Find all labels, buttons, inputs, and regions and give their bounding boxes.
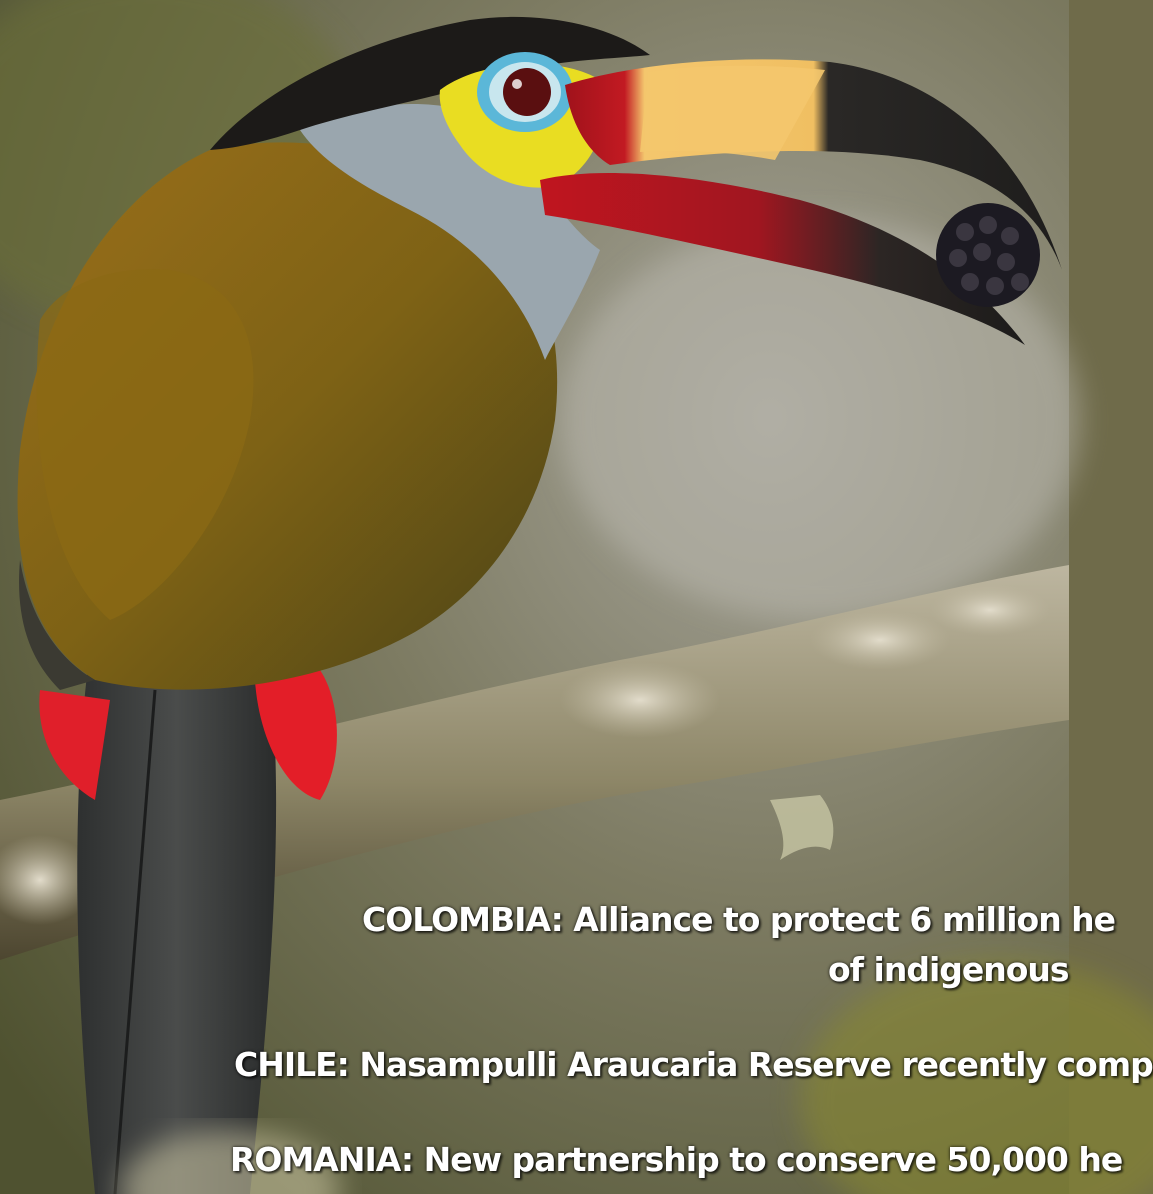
caption-colombia-line1: COLOMBIA: Alliance to protect 6 million … — [362, 900, 1116, 939]
caption-romania: ROMANIA: New partnership to conserve 50,… — [230, 1140, 1123, 1179]
wing-dark-edge — [19, 560, 95, 690]
foreground-foliage — [120, 1130, 340, 1194]
wing — [36, 269, 254, 620]
background-foliage-bottom — [800, 960, 1153, 1194]
branch-lichen-4 — [0, 835, 95, 925]
hanging-moss — [770, 795, 834, 860]
branch-lichen-3 — [930, 584, 1050, 636]
branch-lichen-2 — [810, 610, 950, 670]
bill-plate — [640, 65, 825, 160]
background-light-patch — [560, 220, 1080, 620]
eye-highlight — [512, 79, 522, 89]
lower-bill — [540, 172, 1025, 345]
crown — [210, 16, 650, 150]
branch-lichen-1 — [560, 662, 720, 738]
berry — [936, 203, 1040, 307]
tail — [77, 639, 277, 1194]
caption-colombia-line2: of indigenous — [828, 950, 1070, 989]
red-undertail-left — [39, 690, 110, 800]
red-thigh — [254, 650, 337, 800]
caption-chile: CHILE: Nasampulli Araucaria Reserve rece… — [234, 1045, 1153, 1084]
eye — [503, 68, 551, 116]
tail-shaft — [113, 689, 157, 1194]
